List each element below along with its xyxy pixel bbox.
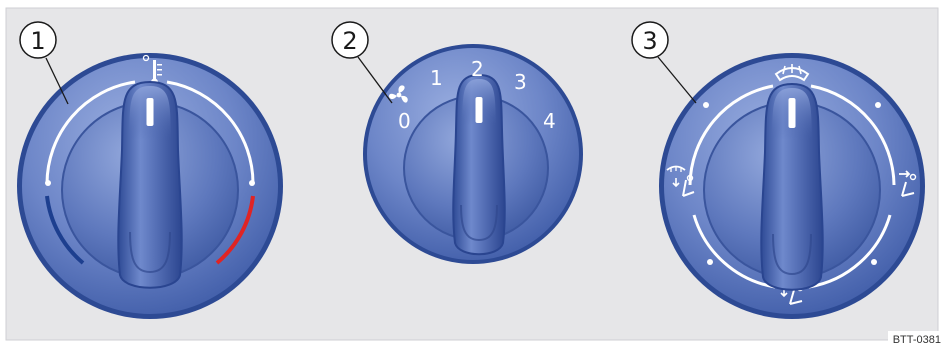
scale-dot (871, 259, 877, 265)
callout-number-3: 3 (642, 27, 657, 55)
temperature-pointer-mark (147, 98, 154, 126)
figure-reference-code: BTT-0381 (893, 334, 941, 346)
scale-dot (45, 180, 51, 186)
scale-dot (707, 259, 713, 265)
scale-dot (249, 180, 255, 186)
air-distribution-pointer-mark (789, 98, 796, 128)
fan-speed-1-label: 1 (430, 66, 443, 90)
fan-speed-0-label: 0 (398, 109, 411, 133)
fan-speed-2-label: 2 (471, 57, 484, 81)
scale-dot (703, 102, 709, 108)
callout-number-1: 1 (30, 27, 45, 55)
temperature-control[interactable] (17, 53, 283, 319)
callout-number-2: 2 (342, 27, 357, 55)
fan-speed-4-label: 4 (543, 109, 556, 133)
fan-speed-3-label: 3 (514, 70, 527, 94)
fan-pointer-mark (476, 97, 483, 123)
air-distribution-control[interactable] (659, 53, 925, 319)
fan-speed-control[interactable]: 0 1 2 3 4 (363, 44, 583, 264)
scale-dot (875, 102, 881, 108)
